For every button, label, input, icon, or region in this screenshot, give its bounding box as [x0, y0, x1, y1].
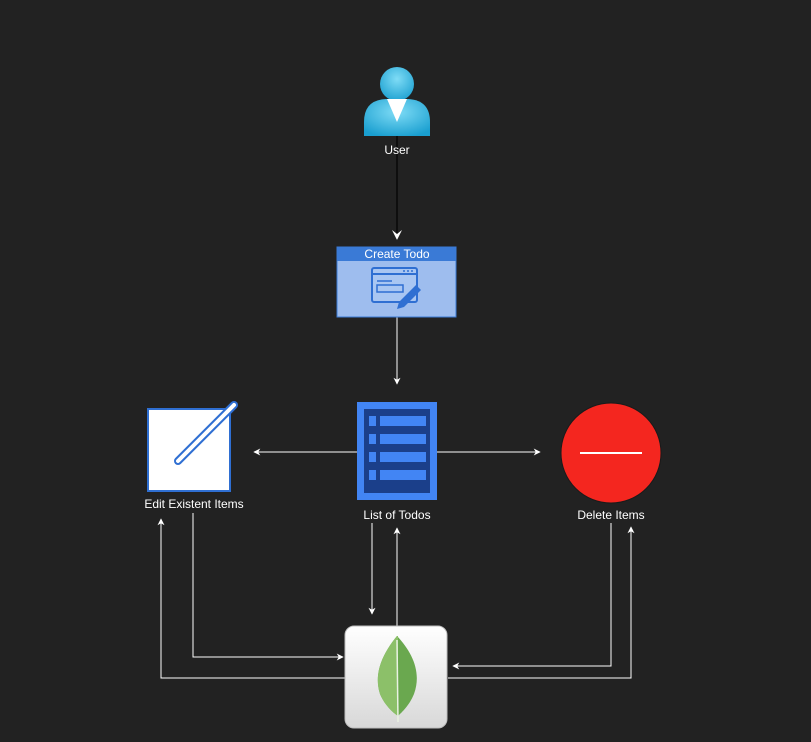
mongodb-leaf-icon — [377, 636, 417, 723]
minus-circle-icon — [560, 402, 662, 504]
edit-items-label: Edit Existent Items — [144, 497, 243, 511]
node-database[interactable] — [344, 625, 448, 729]
node-create-todo[interactable]: Create Todo — [336, 246, 457, 318]
window-edit-icon — [371, 267, 421, 309]
edge-delete-to-db — [452, 523, 612, 670]
list-of-todos-label: List of Todos — [363, 508, 430, 522]
edge-user-to-create-arrow — [392, 230, 402, 240]
create-todo-label: Create Todo — [364, 247, 429, 261]
delete-items-label: Delete Items — [577, 508, 644, 522]
pencil-icon — [147, 401, 238, 492]
node-delete-items[interactable]: Delete Items — [560, 402, 662, 522]
user-icon — [364, 67, 430, 136]
node-user[interactable]: User — [364, 67, 430, 157]
edge-edit-to-db — [192, 513, 344, 661]
edge-db-to-edit — [157, 518, 345, 679]
node-list-of-todos[interactable]: List of Todos — [357, 402, 437, 522]
create-todo-header — [337, 247, 456, 261]
list-icon — [357, 402, 437, 500]
edge-db-to-delete — [448, 526, 635, 679]
edges — [157, 136, 635, 679]
user-label: User — [384, 143, 409, 157]
node-edit-items[interactable]: Edit Existent Items — [144, 401, 244, 511]
